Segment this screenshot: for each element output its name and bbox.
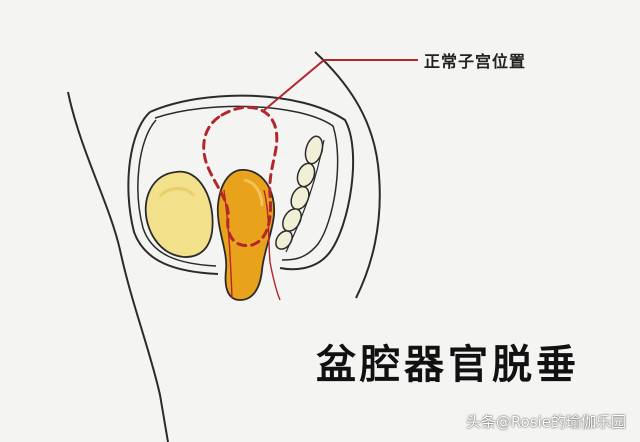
pelvic-bowl-left-wall-inner	[137, 119, 217, 267]
pelvic-bowl-outer	[149, 94, 355, 271]
bladder-highlight	[158, 187, 196, 198]
pelvic-bowl-left-wall	[127, 111, 219, 275]
pelvic-bowl-inner	[154, 105, 339, 261]
bowel-segments	[275, 135, 324, 250]
watermark: 头条@Rosie的瑜伽乐园	[465, 413, 626, 431]
body-outline-right	[314, 51, 381, 299]
diagram-title: 盆腔器官脱垂	[316, 342, 580, 388]
vaginal-canal-right	[263, 189, 281, 301]
normal-uterus-outline	[202, 105, 279, 248]
uterus-highlight	[243, 178, 264, 207]
uterus-shape	[216, 169, 275, 301]
rectum-inner-line	[285, 139, 325, 253]
bladder-shape	[144, 170, 214, 258]
callout-label: 正常子宫位置	[424, 52, 527, 71]
body-outline-left	[67, 91, 169, 442]
callout-line	[261, 59, 418, 113]
